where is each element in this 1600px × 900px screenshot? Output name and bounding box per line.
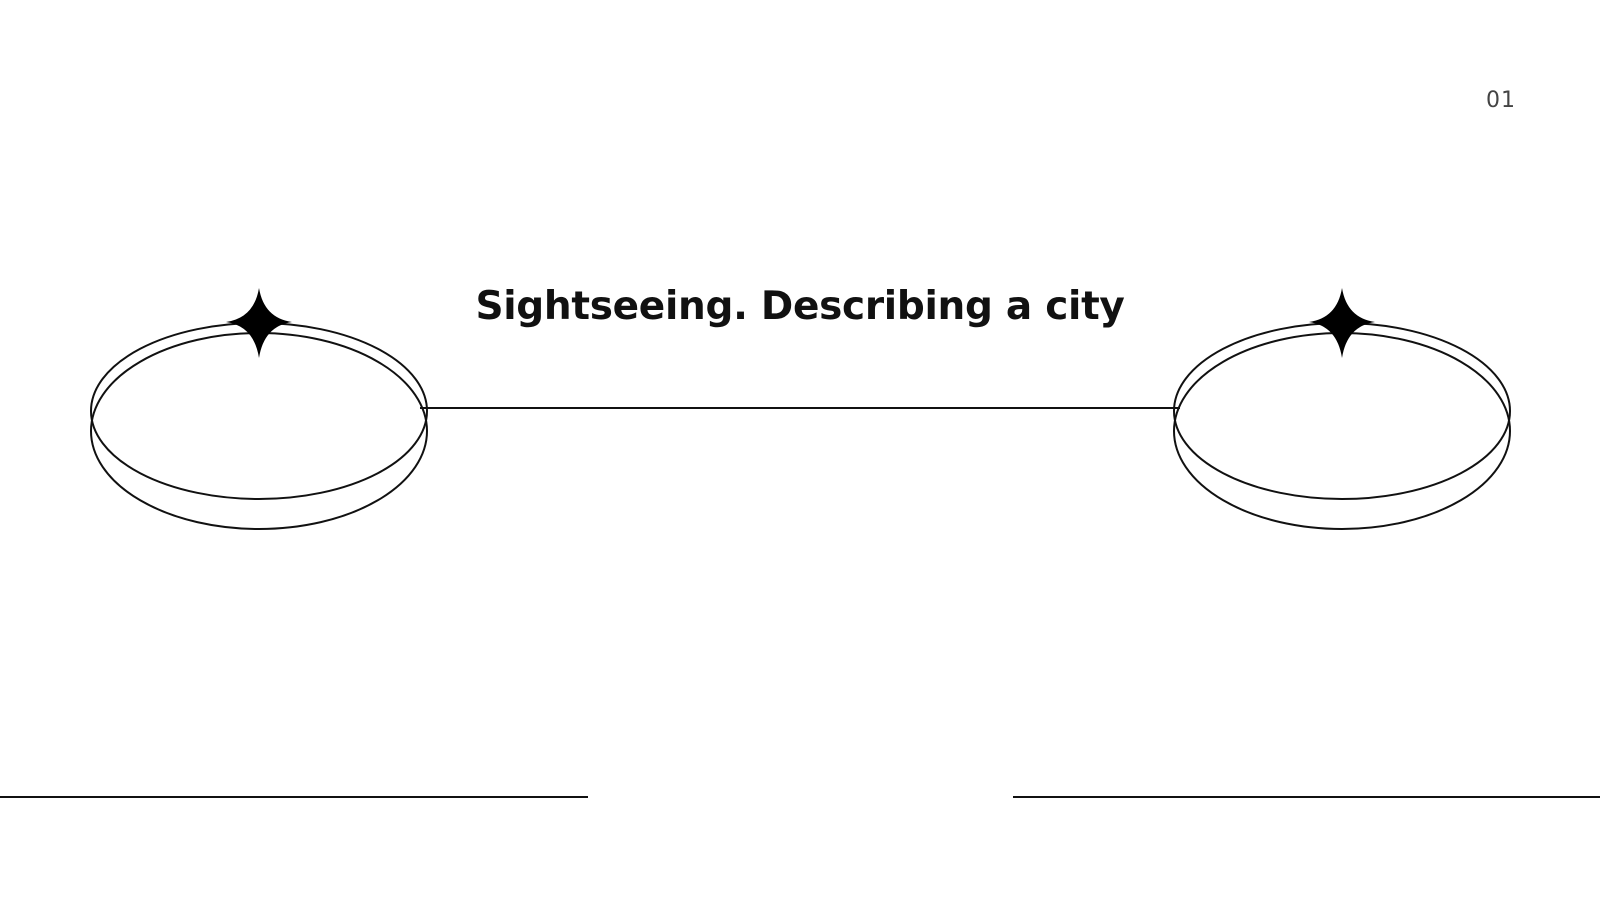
right-ring-emblem-icon	[1173, 288, 1511, 530]
page-number: 01	[1486, 88, 1516, 113]
slide-title: Sightseeing. Describing a city	[475, 284, 1125, 329]
sparkle-icon	[226, 288, 292, 358]
left-ring-emblem-icon	[90, 288, 428, 530]
sparkle-icon	[1309, 288, 1375, 358]
